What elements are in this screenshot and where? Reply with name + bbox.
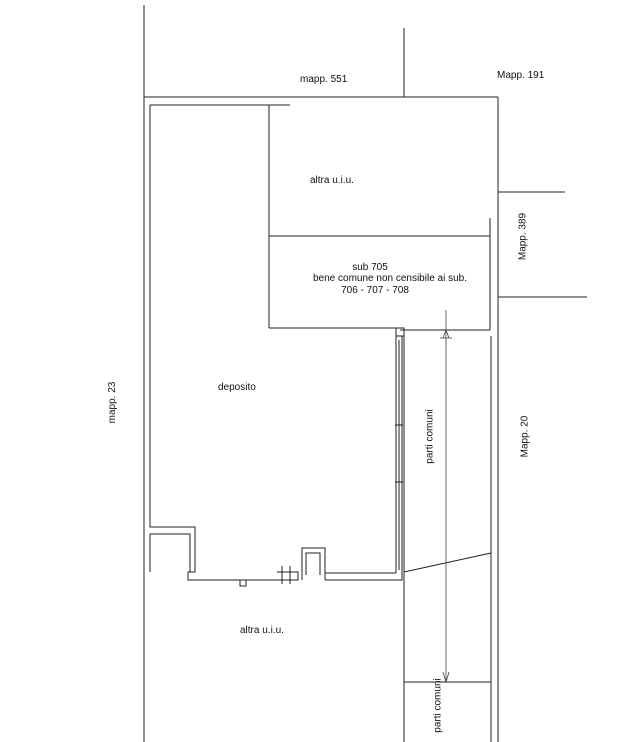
dimension-arrow-top: [442, 328, 450, 339]
label-altra-uiu-top: altra u.i.u.: [310, 175, 354, 186]
label-parti-comuni-lower: parti comuni: [432, 678, 444, 733]
label-mapp-191: Mapp. 191: [497, 70, 545, 81]
dimension-arrow-bottom: [442, 671, 450, 684]
upper-rooms: [150, 104, 491, 331]
column-square: [395, 327, 405, 337]
label-deposito: deposito: [218, 382, 256, 393]
label-sub-705: sub 705: [352, 262, 388, 273]
label-altra-uiu-bottom: altra u.i.u.: [240, 625, 284, 636]
label-mapp-389: Mapp. 389: [517, 212, 529, 261]
deposito-walls: [149, 105, 405, 587]
deposito-left-wall: [149, 105, 299, 581]
parcel-boundaries: [143, 5, 587, 742]
deposito-niche-inner: [305, 552, 321, 575]
label-sub-705-desc: bene comune non censibile ai sub.: [313, 273, 467, 284]
bottom-sill: [239, 580, 247, 587]
label-parti-comuni-upper: parti comuni: [424, 409, 436, 464]
label-sub-705-subs: 706 - 707 - 708: [341, 285, 409, 296]
deposito-step-left: [150, 533, 191, 572]
deposito-bottom-right: [325, 336, 403, 581]
corridor-diagonal: [403, 552, 492, 573]
common-parts-corridor: [403, 310, 492, 742]
deposito-niche: [301, 547, 326, 580]
label-mapp-23: mapp. 23: [107, 381, 118, 424]
label-mapp-551: mapp. 551: [300, 74, 348, 85]
label-mapp-20: Mapp. 20: [519, 415, 531, 458]
